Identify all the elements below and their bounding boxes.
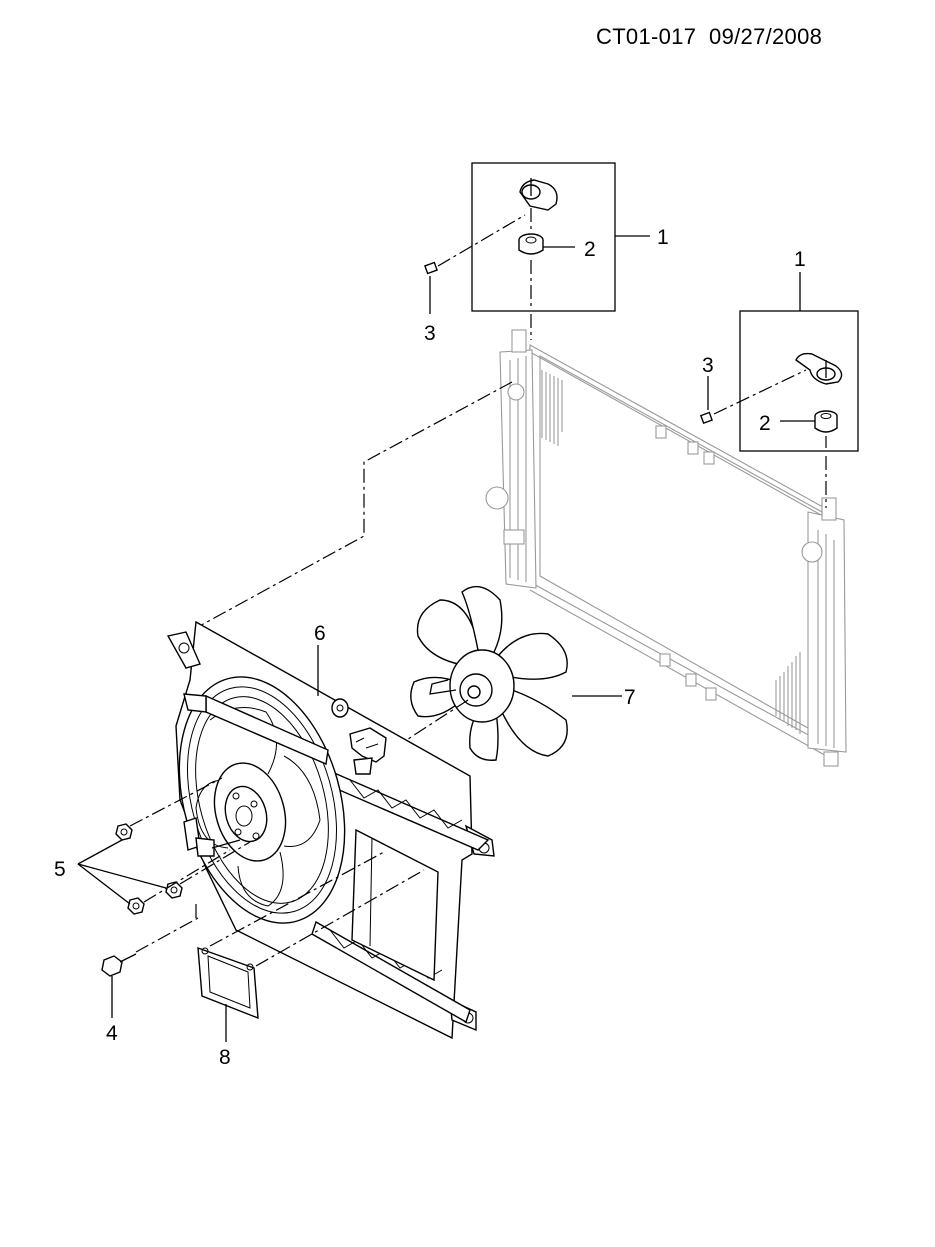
nut: [127, 897, 145, 915]
bracket-detail-top: [424, 162, 650, 314]
radiator-fins-left: [541, 370, 563, 446]
callout-1-top: 1: [657, 226, 669, 249]
callout-7: 7: [624, 686, 636, 709]
callout-4: 4: [106, 1022, 118, 1045]
bolt-shroud: [101, 904, 199, 1018]
callout-8: 8: [219, 1046, 231, 1069]
nuts: [77, 777, 251, 915]
insulator-top: [518, 233, 544, 255]
callout-5: 5: [54, 858, 66, 881]
bolt-top: [424, 261, 438, 314]
seal: [197, 851, 425, 1042]
callout-2-right: 2: [759, 412, 771, 435]
diagram-code-date: CT01-017 09/27/2008: [596, 24, 823, 49]
callout-3-right: 3: [702, 354, 714, 377]
nut: [115, 823, 133, 841]
callout-3-top: 3: [424, 322, 436, 345]
callout-2-top: 2: [584, 238, 596, 261]
radiator-fins-right: [775, 652, 801, 734]
radiator: [485, 329, 847, 767]
insulator-right: [814, 410, 838, 433]
callout-6: 6: [314, 622, 326, 645]
bolt-right: [699, 376, 713, 425]
bracket-detail-right: [699, 272, 859, 452]
fan-shroud: [166, 620, 495, 1040]
fan-blade: [410, 585, 622, 761]
callout-1-right: 1: [794, 248, 806, 271]
